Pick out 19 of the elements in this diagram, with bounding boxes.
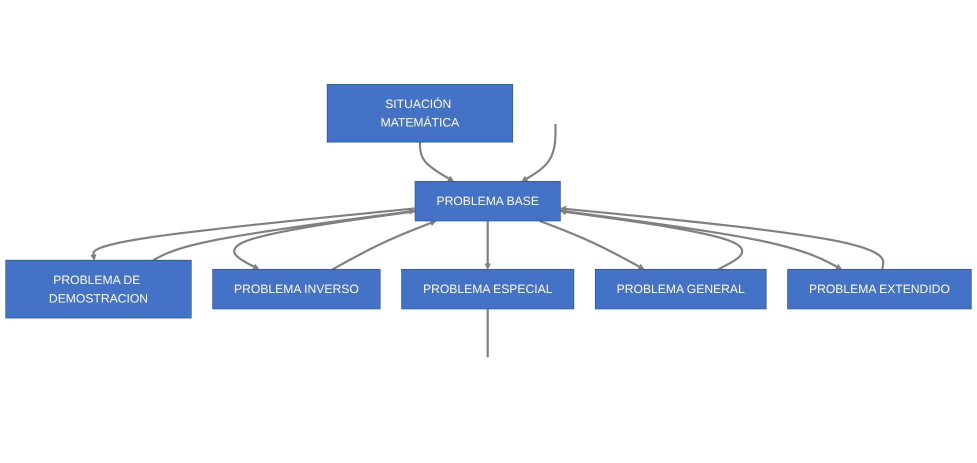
node-box: SITUACIÓN MATEMÁTICA	[326, 84, 514, 142]
arrow	[560, 208, 744, 270]
connector	[486, 308, 489, 358]
node-box: PROBLEMA ESPECIAL	[401, 268, 574, 310]
arrow	[332, 220, 436, 270]
node-box: PROBLEMA EXTENDIDO	[787, 268, 972, 310]
arrow	[233, 210, 416, 270]
arrow	[560, 210, 842, 270]
node-box: PROBLEMA DE DEMOSTRACION	[5, 260, 192, 318]
node-box: PROBLEMA INVERSO	[212, 268, 381, 310]
node-box: PROBLEMA GENERAL	[594, 268, 767, 310]
arrow	[539, 220, 645, 270]
arrow	[90, 207, 416, 260]
node-box: PROBLEMA BASE	[414, 181, 561, 222]
arrow	[418, 142, 454, 182]
arrow	[152, 208, 416, 262]
arrow	[484, 220, 491, 270]
arrow	[560, 206, 884, 270]
arrow	[522, 124, 557, 182]
